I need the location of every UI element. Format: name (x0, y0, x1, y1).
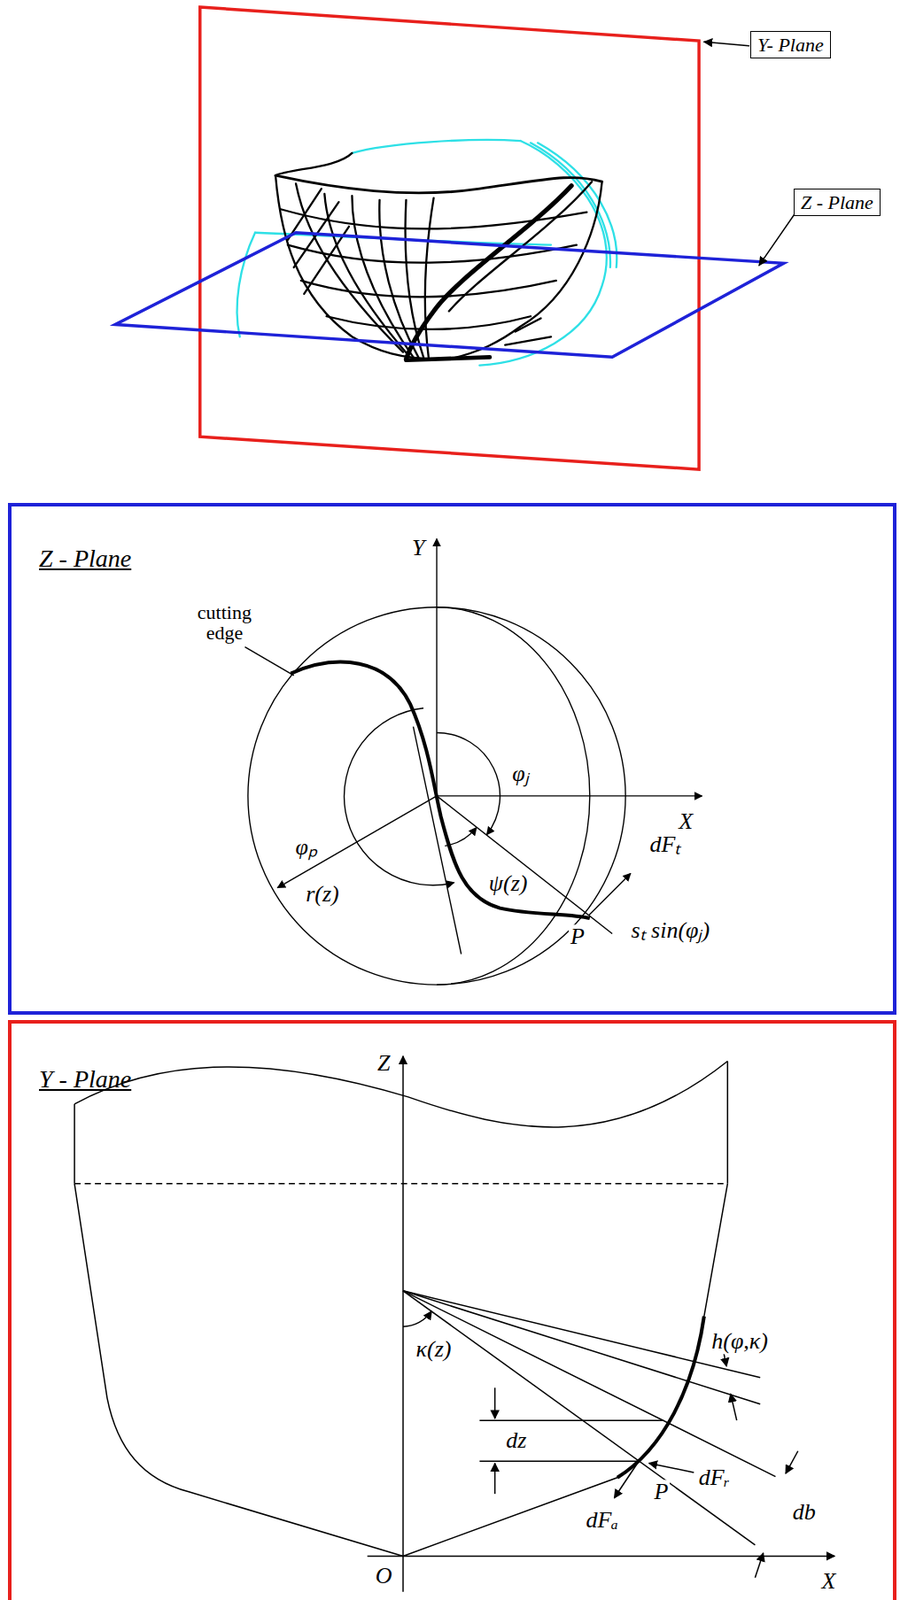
drawing-stroke (74, 1184, 404, 1558)
drawing-stroke (403, 1291, 755, 1546)
drawing-stroke (617, 1317, 705, 1479)
plane-name: Z - Plane (800, 191, 874, 214)
axis-name: X (819, 1570, 838, 1595)
drawing-stroke (730, 1394, 738, 1421)
drawing-stroke (403, 1291, 761, 1379)
panel-heading: Y - Plane (38, 1066, 132, 1094)
drawing-stroke (403, 1291, 776, 1478)
axis-name: Z (375, 1051, 392, 1076)
z-plane-outline (115, 232, 784, 358)
drawing-stroke (403, 1311, 432, 1327)
drawing-stroke (504, 318, 551, 346)
dimension-label: db (791, 1500, 818, 1525)
origin-name: O (373, 1565, 395, 1590)
plane-name: Y- Plane (757, 33, 824, 56)
point-name: P (568, 924, 587, 949)
cyan-section (237, 232, 256, 338)
angle-symbol: φₚ (293, 835, 319, 860)
section-panel: Y - Plane (7, 1020, 897, 1600)
drawing-stroke (785, 1451, 799, 1475)
plane-tag: Y- Plane (750, 31, 831, 59)
drawing-stroke (649, 1464, 695, 1474)
drawing-stroke (413, 727, 462, 955)
drawing-stroke (435, 538, 437, 796)
y-plane-section (74, 1056, 835, 1593)
drawing-stroke (494, 1388, 496, 1420)
point-name: P (651, 1480, 670, 1505)
drawing-stroke (436, 732, 500, 835)
drawing-stroke (295, 183, 404, 352)
drawing-stroke (405, 356, 489, 360)
y-plane-outline (200, 7, 699, 470)
drawing-stroke (425, 198, 435, 358)
drawing-stroke (275, 153, 352, 176)
drawing-stroke (74, 1062, 728, 1185)
leader-line (704, 41, 750, 47)
drawing-stroke (275, 175, 439, 359)
drawing-stroke (301, 280, 557, 297)
tool-3d-view (115, 7, 799, 470)
angle-symbol: κ(z) (414, 1337, 454, 1362)
dimension-label: sₜ sin(φⱼ) (628, 918, 712, 943)
drawing-stroke (479, 1420, 663, 1462)
drawing-stroke (74, 1183, 728, 1185)
drawing-stroke (613, 1461, 639, 1498)
cutting-edge-curve (290, 662, 590, 919)
part-name: cutting edge (182, 602, 266, 644)
drawing-stroke (403, 1184, 728, 1558)
drawing-stroke (754, 1553, 763, 1579)
drawing-stroke (275, 153, 603, 361)
force-symbol: dFₜ (648, 833, 683, 858)
drawing-stroke (436, 795, 703, 797)
drawing-stroke (74, 1062, 728, 1128)
drawing-stroke (494, 1464, 496, 1496)
drawing-stroke (402, 1056, 404, 1593)
axis-name: Y (410, 535, 427, 560)
force-symbol: dFᵣ (697, 1466, 732, 1490)
plane-tag: Z - Plane (793, 188, 881, 217)
radius-symbol: r(z) (303, 882, 342, 907)
force-symbol: dFₐ (583, 1508, 621, 1533)
drawing-stroke (367, 1556, 836, 1558)
angle-symbol: φⱼ (510, 761, 530, 786)
section-panel: Z - Plane (7, 503, 897, 1016)
cyan-section (351, 139, 520, 154)
drawing-stroke (275, 175, 603, 194)
panel-heading: Z - Plane (38, 545, 132, 574)
axis-name: X (676, 809, 695, 834)
drawing-stroke (589, 873, 631, 916)
leader-line (759, 209, 799, 265)
cyan-section (479, 140, 606, 366)
dimension-label: h(φ,κ) (709, 1330, 770, 1355)
drawing-stroke (244, 647, 294, 676)
drawing-stroke (403, 1291, 761, 1405)
drawing-stroke (379, 200, 419, 357)
drawing-stroke (405, 186, 572, 360)
drawing-stroke (351, 195, 413, 357)
angle-symbol: ψ(z) (487, 871, 530, 896)
dimension-label: dz (504, 1429, 528, 1454)
